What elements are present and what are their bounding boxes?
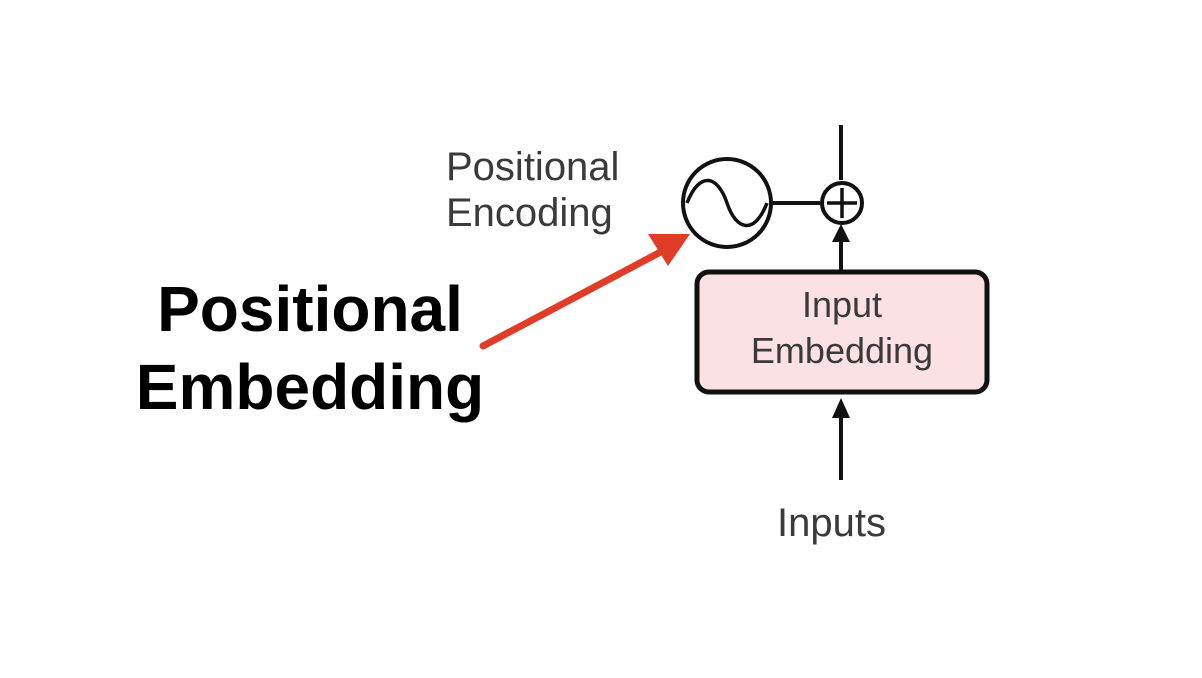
input-embedding-label: Input Embedding: [697, 282, 987, 374]
input-embedding-box: [694, 269, 990, 395]
inputs-label: Inputs: [777, 501, 886, 545]
positional-encoding-label: Positional Encoding: [446, 144, 619, 236]
sine-wave-icon: [681, 157, 773, 249]
annotation-line: Embedding: [135, 351, 485, 423]
label-line: Embedding: [750, 330, 934, 371]
positional-embedding-annotation: Positional Embedding: [100, 270, 520, 426]
label-line: Encoding: [446, 191, 613, 235]
label-line: Positional: [446, 145, 620, 189]
arrowhead-icon: [832, 398, 850, 418]
label-line: Input: [801, 284, 883, 325]
annotation-arrow: [479, 234, 690, 350]
add-icon: [820, 181, 864, 225]
annotation-line: Positional: [157, 273, 463, 345]
arrowhead-icon: [832, 224, 850, 242]
